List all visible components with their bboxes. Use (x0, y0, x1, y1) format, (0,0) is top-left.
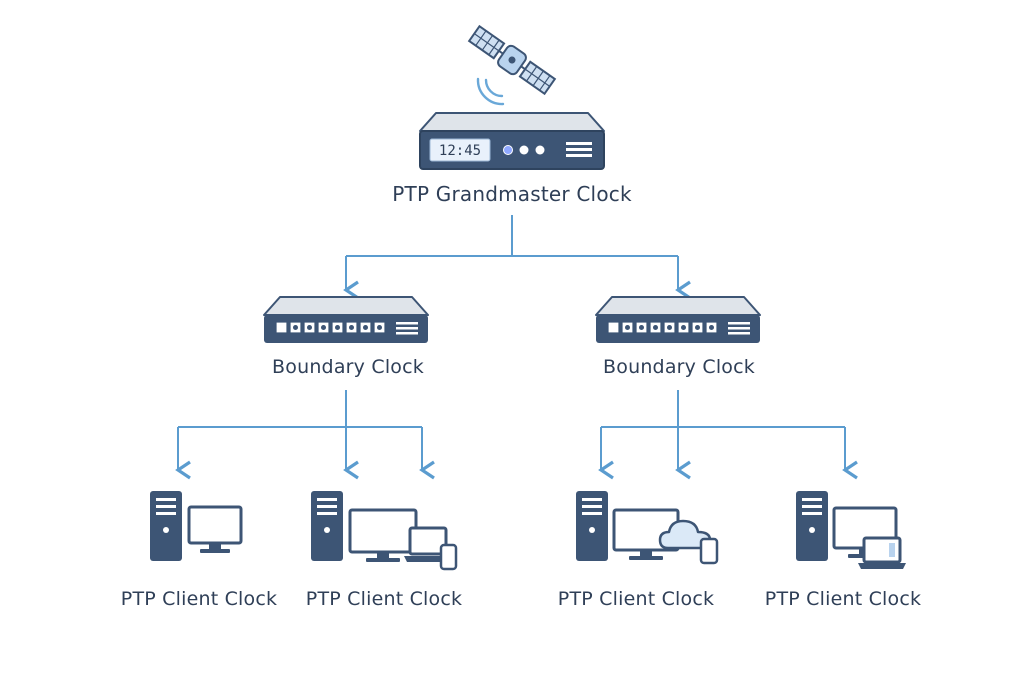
grandmaster-clock-appliance-icon: 12:45 (419, 112, 605, 170)
gps-satellite-icon (467, 24, 557, 96)
boundary-clock-right-label: Boundary Clock (603, 356, 755, 378)
grandmaster-display-time: 12:45 (439, 143, 481, 159)
client-clock-1-label: PTP Client Clock (120, 588, 278, 610)
grandmaster-label: PTP Grandmaster Clock (392, 182, 632, 206)
server-tower-icon (576, 491, 608, 561)
phone-icon (439, 543, 458, 571)
client-clock-4-label: PTP Client Clock (764, 588, 922, 610)
boundary-clock-left-label: Boundary Clock (272, 356, 424, 378)
signal-waves-icon (476, 77, 505, 106)
connector-lines (175, 215, 858, 480)
client-clock-3-label: PTP Client Clock (557, 588, 715, 610)
server-tower-icon (150, 491, 182, 561)
client-clock-2-label: PTP Client Clock (305, 588, 463, 610)
server-tower-icon (796, 491, 828, 561)
client-2-server-monitor-laptop-phone-icon (311, 491, 458, 571)
laptop-icon (858, 536, 906, 569)
monitor-icon (348, 508, 418, 562)
phone-icon (699, 537, 719, 565)
client-3-server-monitor-cloud-phone-icon (576, 491, 719, 565)
client-4-server-monitor-laptop-icon (796, 491, 906, 569)
boundary-switch-right-icon (595, 296, 761, 343)
monitor-icon (187, 505, 243, 553)
boundary-switch-left-icon (263, 296, 429, 343)
server-tower-icon (311, 491, 343, 561)
client-1-server-monitor-icon (150, 491, 243, 561)
